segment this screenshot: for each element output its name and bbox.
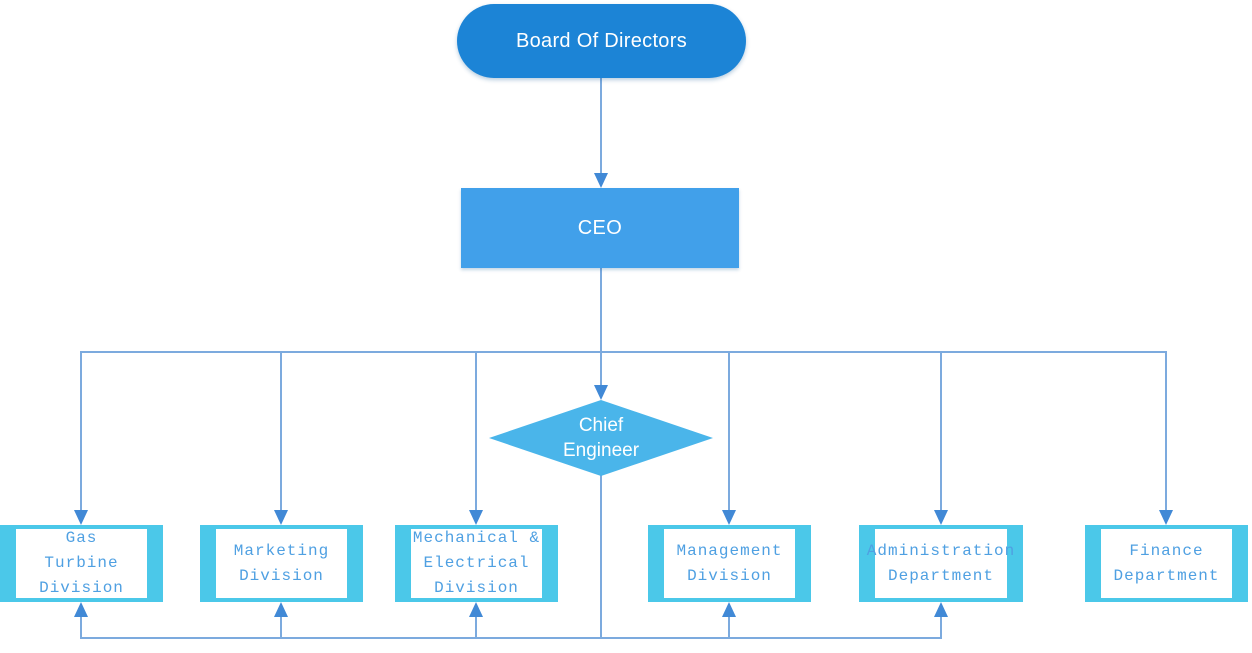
connector-drop-finance xyxy=(1165,351,1167,511)
node-marketing-division[interactable]: Marketing Division xyxy=(200,525,363,602)
dept-box-face xyxy=(1101,529,1232,598)
node-administration-department[interactable]: Administration Department xyxy=(859,525,1023,602)
dept-label: Administration Department xyxy=(866,541,1016,585)
dept-box-face xyxy=(216,529,347,598)
node-board-of-directors[interactable]: Board Of Directors xyxy=(457,4,746,78)
connector-up-management xyxy=(728,617,730,638)
dept-box-face xyxy=(411,529,542,598)
connector-drop-mechanical xyxy=(475,351,477,511)
dept-label: Management Division xyxy=(676,541,783,585)
arrowhead-down-icon xyxy=(594,173,608,188)
arrowhead-down-icon xyxy=(722,510,736,525)
connector-drop-marketing xyxy=(280,351,282,511)
arrowhead-down-icon xyxy=(74,510,88,525)
connector-drop-management xyxy=(728,351,730,511)
connector-feedback-line xyxy=(80,637,942,639)
connector-up-gas-turbine xyxy=(80,617,82,638)
connector-chief-engineer-feedback xyxy=(600,475,602,638)
connector-drop-administration xyxy=(940,351,942,511)
arrowhead-up-icon xyxy=(274,602,288,617)
dept-label: Finance Department xyxy=(1113,541,1220,585)
arrowhead-down-icon xyxy=(1159,510,1173,525)
connector-up-marketing xyxy=(280,617,282,638)
arrowhead-up-icon xyxy=(722,602,736,617)
connector-board-ceo xyxy=(600,78,602,174)
node-management-division[interactable]: Management Division xyxy=(648,525,811,602)
dept-label: Marketing Division xyxy=(233,541,330,585)
node-ceo[interactable]: CEO xyxy=(461,188,739,268)
connector-ceo-chief-engineer xyxy=(600,268,602,386)
connector-up-mechanical xyxy=(475,617,477,638)
node-finance-department[interactable]: Finance Department xyxy=(1085,525,1248,602)
connector-distribution-line xyxy=(80,351,1167,353)
dept-label: Mechanical & Electrical Division xyxy=(412,529,541,597)
arrowhead-down-icon xyxy=(594,385,608,400)
dept-box-face xyxy=(16,529,147,598)
arrowhead-up-icon xyxy=(74,602,88,617)
dept-label: Gas Turbine Division xyxy=(39,529,124,597)
node-chief-engineer[interactable]: Chief Engineer xyxy=(489,400,713,476)
dept-box-face xyxy=(875,529,1007,598)
arrowhead-up-icon xyxy=(934,602,948,617)
connector-drop-gas-turbine xyxy=(80,351,82,511)
connector-up-administration xyxy=(940,617,942,638)
arrowhead-up-icon xyxy=(469,602,483,617)
node-mechanical-electrical-division[interactable]: Mechanical & Electrical Division xyxy=(395,525,558,602)
arrowhead-down-icon xyxy=(469,510,483,525)
arrowhead-down-icon xyxy=(934,510,948,525)
node-gas-turbine-division[interactable]: Gas Turbine Division xyxy=(0,525,163,602)
dept-box-face xyxy=(664,529,795,598)
arrowhead-down-icon xyxy=(274,510,288,525)
